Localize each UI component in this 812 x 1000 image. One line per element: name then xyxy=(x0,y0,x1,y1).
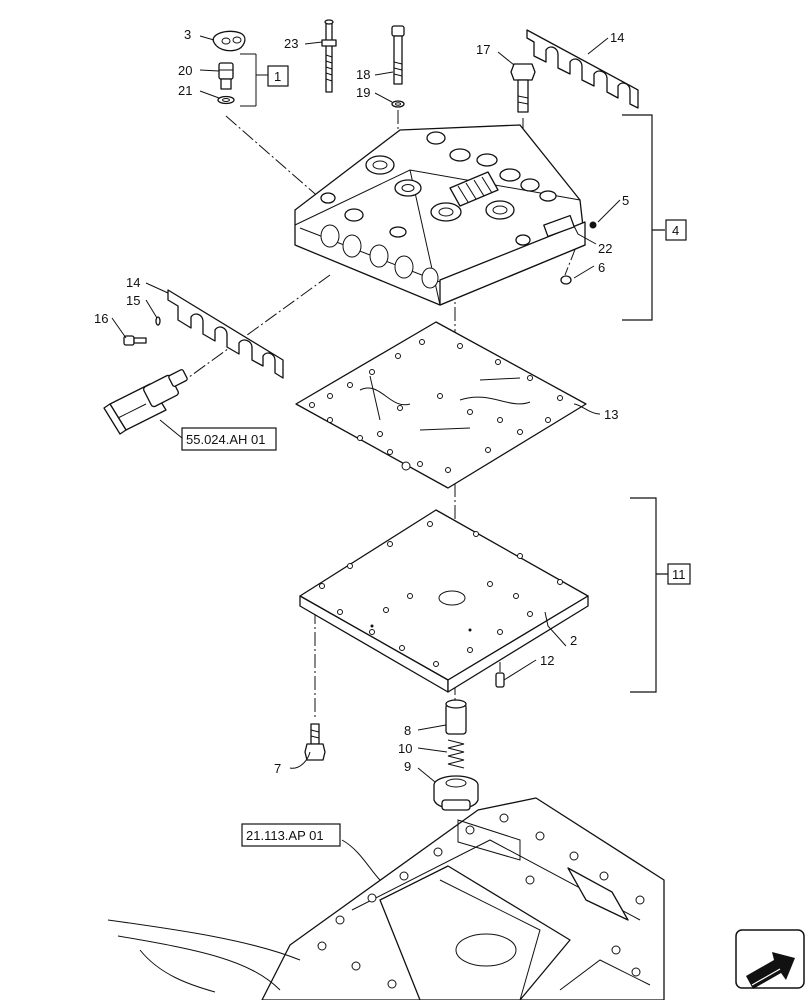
dowel-pin-part[interactable] xyxy=(495,672,505,688)
arrow-next-icon[interactable] xyxy=(735,929,805,989)
callout-23: 23 xyxy=(284,36,298,51)
callout-3: 3 xyxy=(184,27,191,42)
valve-sleeve-part[interactable] xyxy=(445,699,467,735)
washer-part[interactable] xyxy=(217,95,235,105)
callout-17: 17 xyxy=(476,42,490,57)
transmission-housing-part[interactable] xyxy=(107,797,665,1000)
callout-9: 9 xyxy=(404,759,411,774)
callout-16: 16 xyxy=(94,311,108,326)
bracket-group-11 xyxy=(630,497,668,693)
solenoid-part[interactable] xyxy=(103,369,188,435)
callout-5: 5 xyxy=(622,193,629,208)
callout-10: 10 xyxy=(398,741,412,756)
retaining-plate-top[interactable] xyxy=(526,29,639,109)
callout-18: 18 xyxy=(356,67,370,82)
separator-plate-part[interactable] xyxy=(299,509,589,693)
callout-15: 15 xyxy=(126,293,140,308)
threaded-plug-part[interactable] xyxy=(433,775,479,811)
group-box-1[interactable] xyxy=(267,65,289,87)
callout-8: 8 xyxy=(404,723,411,738)
retaining-plate-left[interactable] xyxy=(167,289,284,379)
callout-13: 13 xyxy=(604,407,618,422)
stud-bolt-part[interactable] xyxy=(321,19,337,93)
valve-block-part[interactable] xyxy=(294,124,586,306)
callout-20: 20 xyxy=(178,63,192,78)
solenoid-reference-box[interactable] xyxy=(181,427,277,451)
bolt-washer-part[interactable] xyxy=(391,100,405,108)
callout-1: 1 xyxy=(274,69,281,84)
housing-reference: 21.113.AP 01 xyxy=(246,828,324,843)
bracket-group-4 xyxy=(622,114,665,321)
callout-19: 19 xyxy=(356,85,370,100)
callout-2: 2 xyxy=(570,633,577,648)
valve-fitting-part[interactable] xyxy=(218,62,234,90)
callout-22: 22 xyxy=(598,241,612,256)
callout-7: 7 xyxy=(274,761,281,776)
plug-part[interactable] xyxy=(560,275,572,285)
callout-14-left: 14 xyxy=(126,275,140,290)
leader-lines xyxy=(111,35,621,881)
callout-12: 12 xyxy=(540,653,554,668)
housing-reference-box[interactable] xyxy=(241,823,341,847)
callout-14-top: 14 xyxy=(610,30,624,45)
callout-21: 21 xyxy=(178,83,192,98)
hex-bolt-part[interactable] xyxy=(510,63,536,113)
callout-4: 4 xyxy=(672,223,679,238)
group-box-4[interactable] xyxy=(665,219,687,241)
ball-part[interactable] xyxy=(589,221,597,229)
group-box-11[interactable] xyxy=(667,563,691,585)
small-bolt-part[interactable] xyxy=(123,335,147,346)
callout-labels: 3 20 21 1 23 18 19 17 14 5 4 22 6 14 15 … xyxy=(94,27,686,843)
spring-part[interactable] xyxy=(447,739,465,769)
long-bolt-part[interactable] xyxy=(391,25,405,85)
mounting-bolt-part[interactable] xyxy=(304,723,326,761)
callout-6: 6 xyxy=(598,260,605,275)
gasket-part[interactable] xyxy=(295,321,587,489)
small-washer-part[interactable] xyxy=(155,316,161,326)
callout-11: 11 xyxy=(672,567,686,582)
solenoid-reference: 55.024.AH 01 xyxy=(186,432,266,447)
clip-part[interactable] xyxy=(212,30,246,52)
